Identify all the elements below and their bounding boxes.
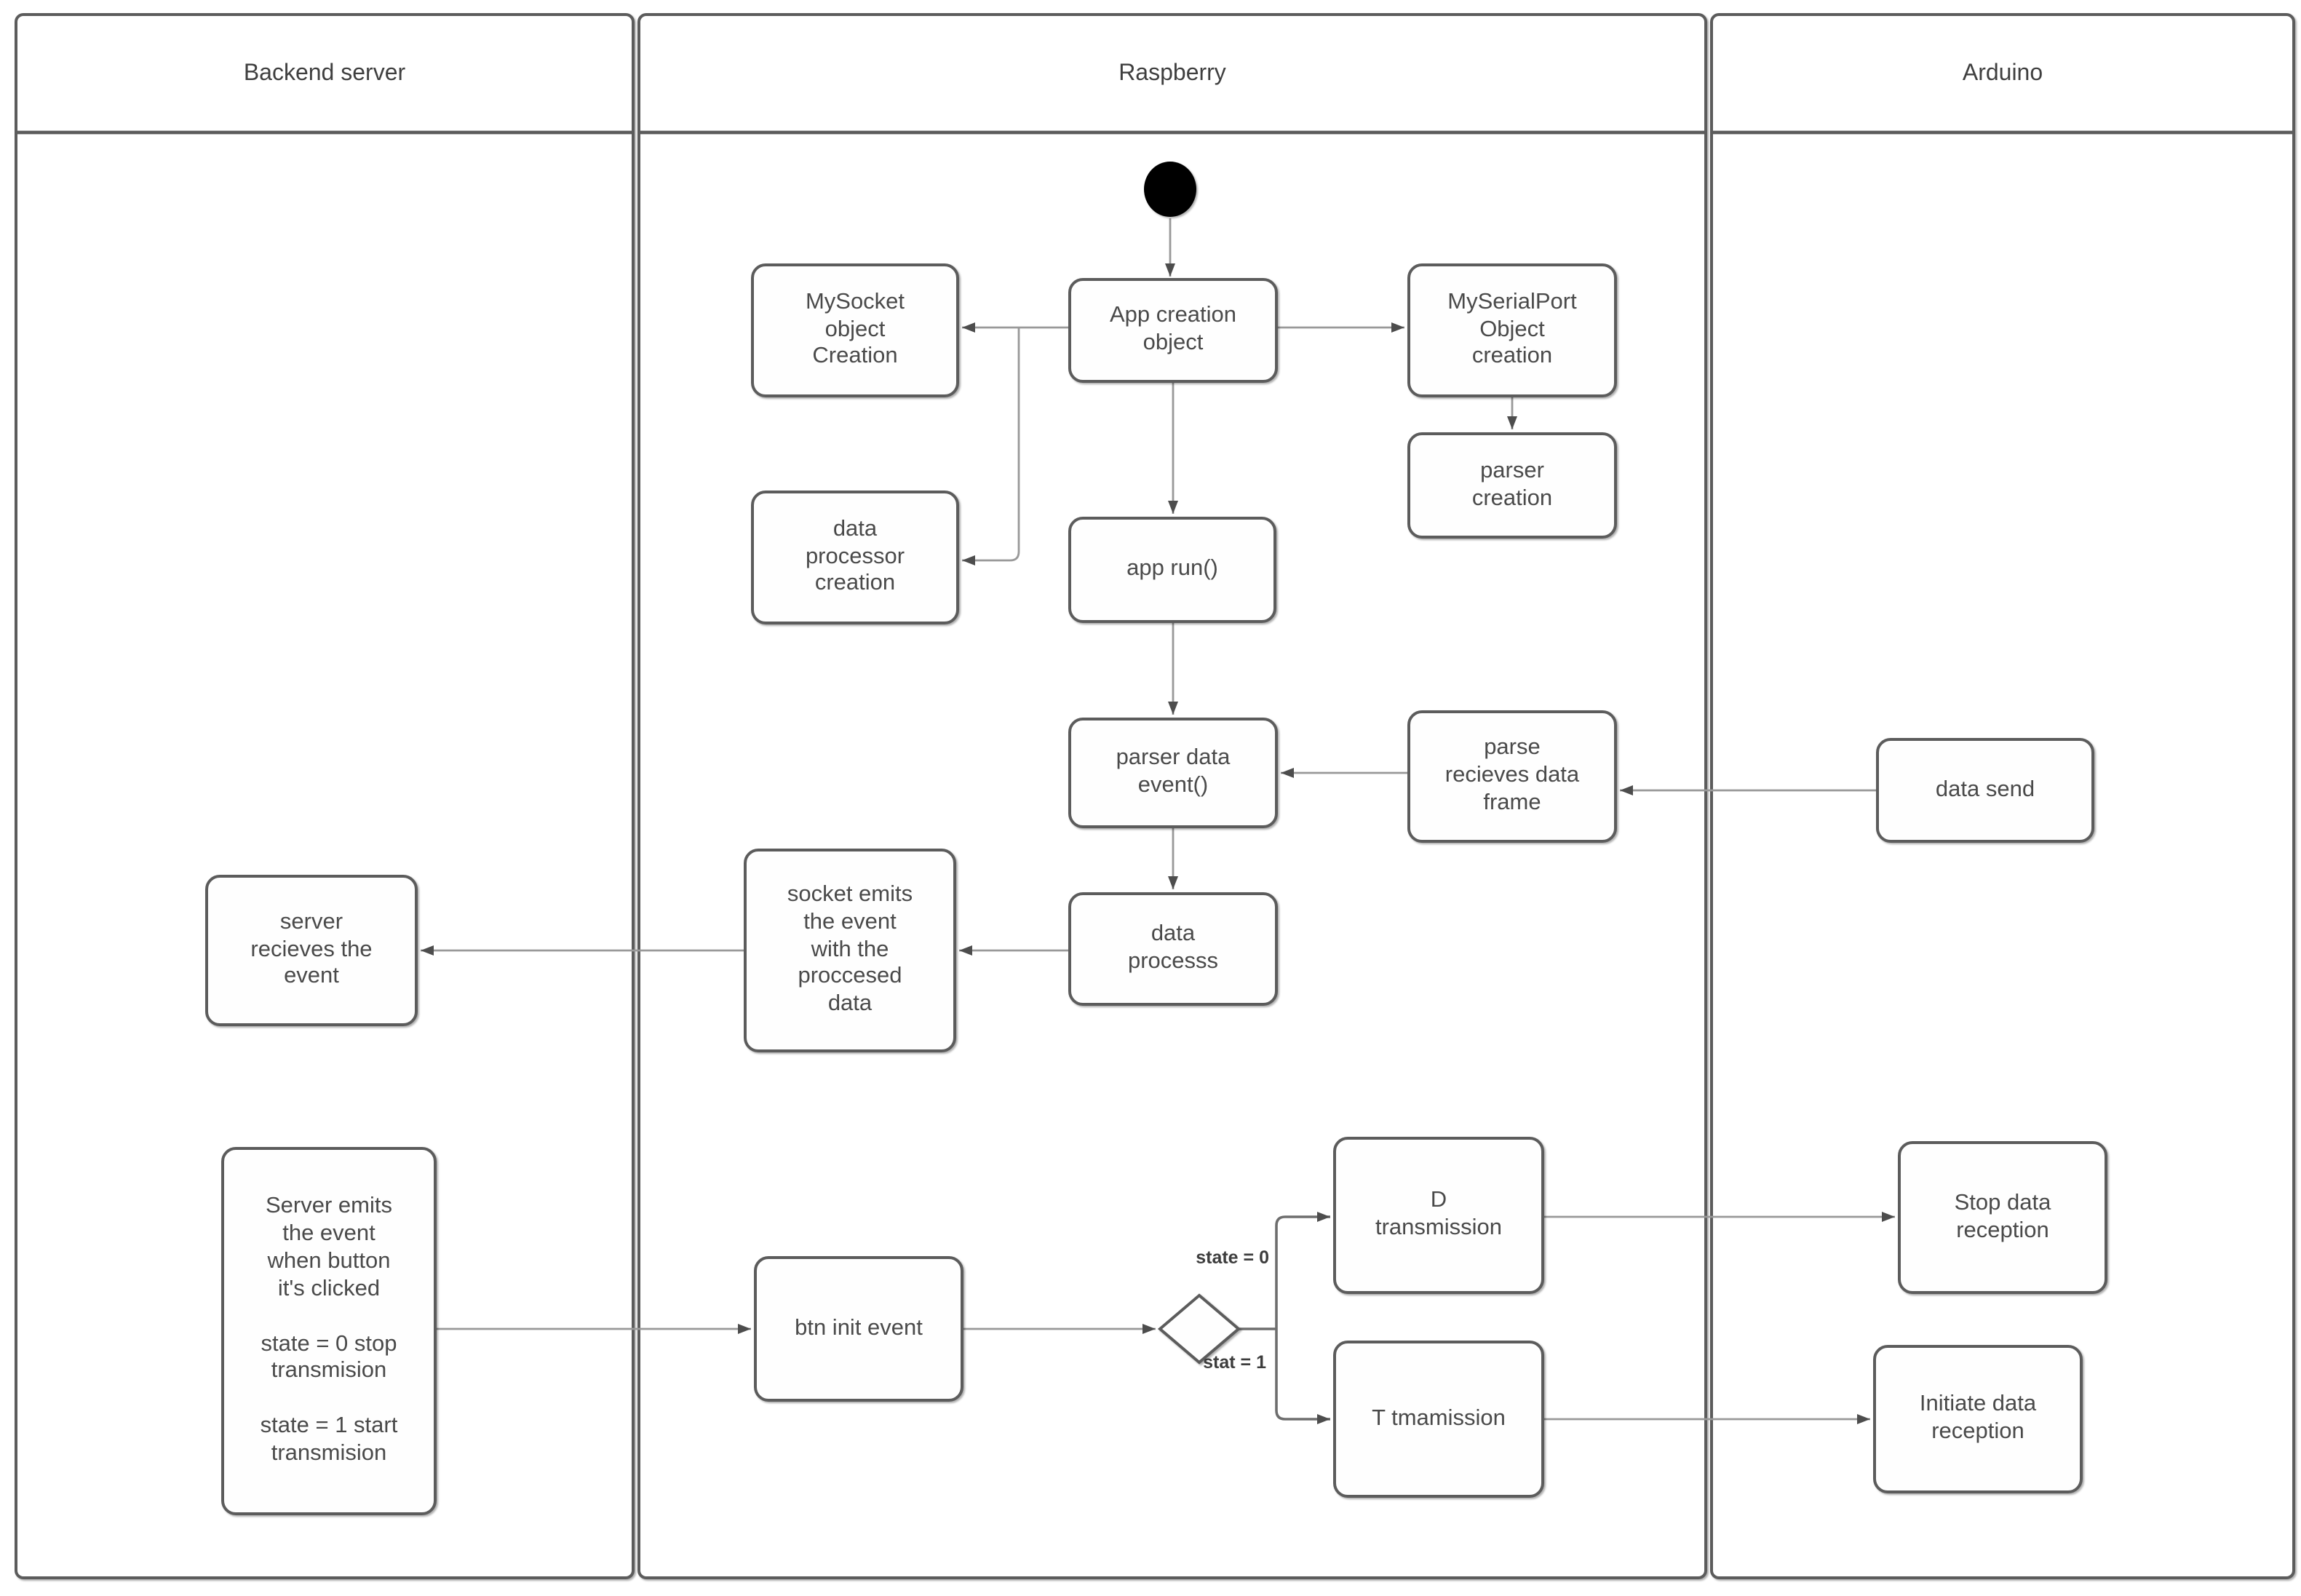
lane-backend-server <box>15 13 635 1579</box>
node-d-transmission-box <box>1333 1137 1544 1294</box>
node-server-emits-box <box>221 1147 437 1515</box>
node-data-send-box <box>1876 738 2094 843</box>
node-mysocket-box <box>751 263 959 397</box>
initial-node <box>1144 162 1196 217</box>
node-t-tmamission-box <box>1333 1341 1544 1498</box>
node-app-creation-box <box>1068 278 1278 383</box>
decision-diamond <box>1157 1293 1241 1365</box>
node-app-run-box <box>1068 517 1276 623</box>
node-btn-init-box <box>754 1256 963 1402</box>
edge-app-creation-to-data-processor <box>962 327 1020 565</box>
node-server-recieves-box <box>205 875 418 1026</box>
edge-decision-to-t-tmamission <box>1275 1329 1330 1424</box>
node-parser-creation-box <box>1407 432 1617 539</box>
edges <box>421 218 1895 1424</box>
node-data-processor-box <box>751 491 959 624</box>
nodes <box>205 162 2107 1515</box>
node-stop-data-box <box>1898 1141 2107 1294</box>
node-parser-data-event-box <box>1068 718 1278 828</box>
node-myserialport-box <box>1407 263 1617 397</box>
node-parse-recieves-box <box>1407 710 1617 843</box>
node-socket-emits-box <box>744 849 956 1052</box>
node-initiate-data-box <box>1873 1345 2083 1493</box>
edge-decision-to-d-transmission <box>1275 1212 1330 1329</box>
node-data-processs-box <box>1068 892 1278 1006</box>
